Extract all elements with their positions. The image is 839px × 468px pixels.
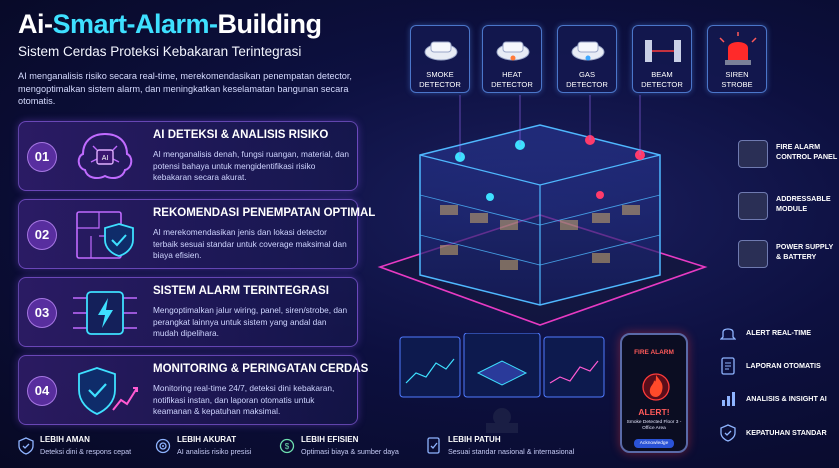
- ai-brain-icon: AI: [77, 132, 133, 179]
- shield-chart-icon: [78, 367, 138, 415]
- floorplan-shield-icon: [76, 211, 134, 259]
- card-description: AI merekomendasikan jenis dan lokasi det…: [153, 227, 347, 260]
- feature-card-1: 01 AI AI DETEKSI & ANALISIS RISIKO AI me…: [18, 121, 358, 191]
- component-label: FIRE ALARM: [776, 142, 821, 151]
- benefit-item: LEBIH PATUH Sesuai standar nasional & in…: [426, 433, 586, 463]
- detector-label: GAS: [578, 70, 596, 79]
- card-heading: REKOMENDASI PENEMPATAN OPTIMAL: [153, 207, 376, 219]
- benefit-subtitle: Optimasi biaya & sumber daya: [301, 447, 399, 456]
- card-number: 03: [27, 298, 57, 328]
- feature-card-4: 04 MONITORING & PERINGATAN CERDAS Monito…: [18, 355, 368, 425]
- analytics-icon: [722, 392, 735, 406]
- heat-detector-icon: [496, 41, 530, 61]
- component-label: CONTROL PANEL: [776, 151, 838, 161]
- card-number: 01: [27, 142, 57, 172]
- card-heading: AI DETEKSI & ANALISIS RISIKO: [153, 129, 329, 141]
- phone-title: FIRE ALARM: [634, 349, 674, 356]
- control-panel-icon: [738, 140, 768, 168]
- smoke-detector-icon: [424, 41, 458, 61]
- component-label: MODULE: [776, 203, 808, 213]
- detector-label: SIREN: [725, 70, 749, 79]
- battery-icon: [738, 240, 768, 268]
- detector-label: DETECTOR: [566, 79, 608, 89]
- detector-label: DETECTOR: [491, 79, 533, 89]
- building-illustration: [377, 95, 708, 326]
- benefit-subtitle: Sesuai standar nasional & internasional: [448, 447, 575, 456]
- benefits-bar: LEBIH AMAN Deteksi dini & respons cepat …: [18, 433, 418, 463]
- shield-check-icon: [18, 437, 34, 455]
- detector-label: STROBE: [721, 79, 753, 89]
- benefit-title: LEBIH PATUH: [448, 435, 501, 444]
- page-title: Ai-Smart-Alarm-Building: [18, 9, 322, 39]
- benefit-title: LEBIH EFISIEN: [301, 435, 359, 444]
- intro-text: AI menganalisis risiko secara real-time,…: [18, 71, 352, 106]
- siren-icon: [719, 32, 757, 65]
- card-number: 04: [27, 376, 57, 406]
- feature-alert: ALERT REAL-TIME: [720, 322, 838, 344]
- benefit-title: LEBIH AKURAT: [177, 435, 237, 444]
- module-icon: [738, 192, 768, 220]
- document-check-icon: [427, 437, 440, 454]
- card-description: AI menganalisis denah, fungsi ruangan, m…: [153, 149, 350, 182]
- report-icon: [721, 357, 735, 375]
- detector-label: BEAM: [651, 70, 673, 79]
- target-icon: [155, 438, 171, 454]
- feature-label: ANALISIS & INSIGHT AI: [746, 394, 827, 403]
- benefit-subtitle: Deteksi dini & respons cepat: [40, 447, 132, 456]
- coin-icon: $: [279, 438, 295, 454]
- benefit-subtitle: AI analisis risiko presisi: [177, 447, 252, 456]
- monitoring-dashboard: [399, 333, 605, 433]
- detector-label: DETECTOR: [641, 79, 683, 89]
- component-label: & BATTERY: [776, 251, 817, 261]
- detector-label: SMOKE: [426, 70, 454, 79]
- card-description: Monitoring real-time 24/7, deteksi dini …: [153, 383, 335, 416]
- feature-label: LAPORAN OTOMATIS: [746, 361, 821, 370]
- card-heading: MONITORING & PERINGATAN CERDAS: [153, 363, 369, 375]
- card-heading: SISTEM ALARM TERINTEGRASI: [153, 285, 329, 297]
- detector-markers: [455, 135, 645, 201]
- mobile-alert-phone: FIRE ALARM ALERT! Smoke Detected Floor 3…: [620, 333, 688, 453]
- fire-icon: [642, 373, 670, 401]
- benefit-title: LEBIH AMAN: [40, 435, 90, 444]
- feature-label: KEPATUHAN STANDAR: [746, 428, 827, 437]
- feature-card-2: 02 REKOMENDASI PENEMPATAN OPTIMAL AI mer…: [18, 199, 375, 269]
- feature-compliance: KEPATUHAN STANDAR: [720, 422, 838, 444]
- bell-icon: [720, 328, 736, 340]
- svg-text:$: $: [285, 442, 290, 451]
- gas-detector-icon: [571, 41, 605, 61]
- component-label: ADDRESSABLE: [776, 194, 831, 203]
- shield-icon: [720, 424, 736, 442]
- feature-label: ALERT REAL-TIME: [746, 328, 812, 337]
- card-description: Mengoptimalkan jalur wiring, panel, sire…: [153, 305, 348, 338]
- card-number: 02: [27, 220, 57, 250]
- detector-label: HEAT: [502, 70, 522, 79]
- circuit-bolt-icon: [73, 291, 137, 335]
- component-label: POWER SUPPLY: [776, 242, 834, 251]
- phone-alert-message: Smoke Detected Floor 3 - Office Area: [626, 420, 682, 431]
- phone-alert-text: ALERT!: [638, 407, 670, 417]
- feature-report: LAPORAN OTOMATIS: [720, 355, 838, 377]
- beam-detector-icon: [645, 40, 681, 62]
- page-subtitle: Sistem Cerdas Proteksi Kebakaran Terinte…: [18, 44, 302, 59]
- acknowledge-button[interactable]: Acknowledge: [634, 439, 674, 448]
- detector-label: DETECTOR: [419, 79, 461, 89]
- feature-analysis: ANALISIS & INSIGHT AI: [720, 388, 838, 410]
- svg-text:AI: AI: [102, 155, 109, 162]
- feature-card-3: 03 SISTEM ALARM TERINTEGRASI Mengoptimal…: [18, 277, 358, 347]
